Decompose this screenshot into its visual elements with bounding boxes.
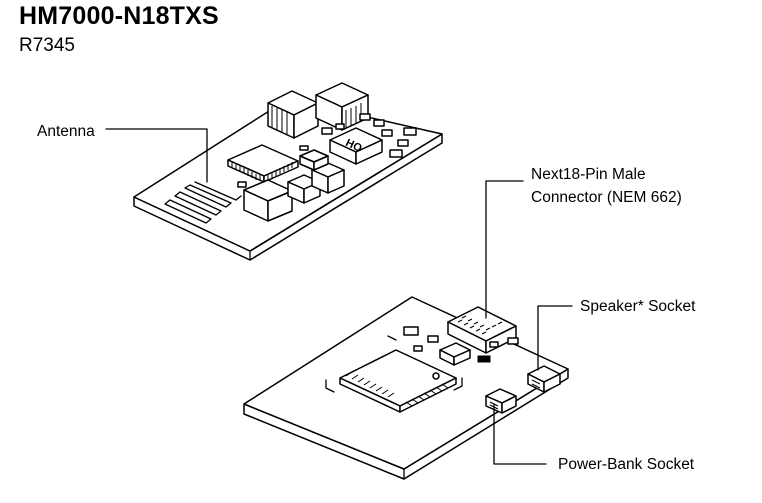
speaker-socket-leader [537, 305, 573, 371]
bottom-board-components [325, 306, 561, 414]
connector-label-line2: Connector (NEM 662) [531, 189, 682, 206]
product-code: R7345 [19, 35, 75, 56]
power-bank-socket-leader [493, 403, 547, 465]
connector-label-line1: Next18-Pin Male [531, 166, 646, 183]
antenna-label: Antenna [37, 123, 95, 140]
power-bank-socket-label: Power-Bank Socket [558, 456, 695, 473]
top-board-components: HO [227, 82, 417, 222]
antenna-leader [105, 128, 208, 183]
connector-leader [485, 180, 524, 319]
product-title: HM7000-N18TXS [19, 2, 219, 30]
speaker-socket-label: Speaker* Socket [580, 298, 696, 315]
antenna-trace [164, 181, 242, 224]
